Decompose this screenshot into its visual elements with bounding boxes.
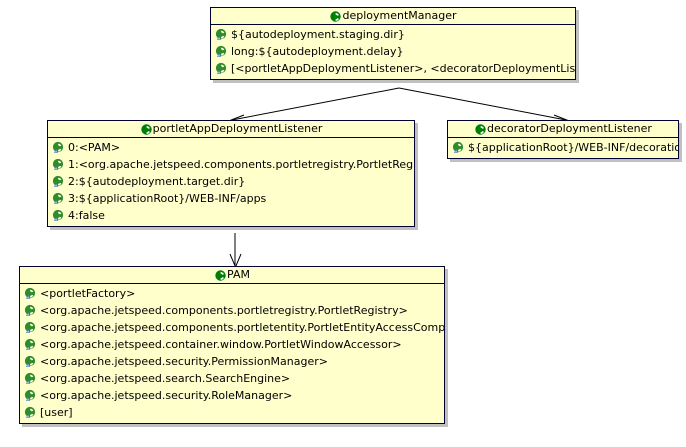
class-attribute-row[interactable]: 2:${autodeployment.target.dir}: [48, 173, 414, 190]
class-attributes-list-decoratordeploymentlistener: ${applicationRoot}/WEB-INF/decorations: [448, 138, 678, 158]
class-attribute-row[interactable]: <org.apache.jetspeed.search.SearchEngine…: [20, 370, 444, 387]
connector-portletappdeploymentlistener-to-pam: [229, 233, 242, 269]
class-attribute-label: <org.apache.jetspeed.security.Permission…: [40, 355, 328, 368]
attribute-icon: [215, 28, 228, 41]
attribute-icon: [24, 304, 37, 317]
class-attribute-label: [<portletAppDeploymentListener>, <decora…: [231, 62, 575, 75]
class-attribute-row[interactable]: ${applicationRoot}/WEB-INF/decorations: [448, 139, 678, 156]
class-attribute-label: ${autodeployment.staging.dir}: [231, 28, 405, 41]
attribute-icon: [24, 287, 37, 300]
attribute-icon: [52, 141, 65, 154]
class-icon: [329, 10, 342, 23]
class-attribute-label: 3:${applicationRoot}/WEB-INF/apps: [68, 192, 267, 205]
class-attribute-label: <org.apache.jetspeed.container.window.Po…: [40, 338, 402, 351]
uml-class-node-deploymentmanager[interactable]: deploymentManager ${autodeployment.stagi…: [210, 7, 576, 80]
class-attribute-label: 0:<PAM>: [68, 141, 121, 154]
class-attribute-label: 2:${autodeployment.target.dir}: [68, 175, 246, 188]
class-attribute-row[interactable]: ${autodeployment.staging.dir}: [211, 26, 575, 43]
class-attribute-label: [user]: [40, 406, 73, 419]
class-attributes-list-pam: <portletFactory> <org.apache.jetspeed.co…: [20, 284, 444, 423]
class-icon: [214, 269, 227, 282]
class-attribute-label: <org.apache.jetspeed.components.portletr…: [40, 304, 408, 317]
uml-class-node-pam[interactable]: PAM <portletFactory>: [19, 266, 445, 424]
uml-class-node-decoratordeploymentlistener[interactable]: decoratorDeploymentListener ${applicatio…: [447, 120, 679, 159]
attribute-icon: [52, 192, 65, 205]
class-attribute-label: <org.apache.jetspeed.security.RoleManage…: [40, 389, 293, 402]
uml-class-node-portletappdeploymentlistener[interactable]: portletAppDeploymentListener 0:<PAM>: [47, 120, 415, 227]
class-attribute-row[interactable]: 0:<PAM>: [48, 139, 414, 156]
class-node-title-portletappdeploymentlistener: portletAppDeploymentListener: [48, 121, 414, 138]
class-attribute-row[interactable]: <org.apache.jetspeed.components.portletr…: [20, 302, 444, 319]
class-name-label: PAM: [227, 268, 250, 281]
class-attribute-row[interactable]: <org.apache.jetspeed.components.portlete…: [20, 319, 444, 336]
class-attribute-row[interactable]: <org.apache.jetspeed.security.RoleManage…: [20, 387, 444, 404]
class-attribute-label: long:${autodeployment.delay}: [231, 45, 404, 58]
attribute-icon: [52, 158, 65, 171]
class-name-label: decoratorDeploymentListener: [487, 122, 652, 135]
attribute-icon: [24, 372, 37, 385]
class-attribute-label: ${applicationRoot}/WEB-INF/decorations: [468, 141, 678, 154]
class-name-label: deploymentManager: [342, 9, 457, 22]
class-attribute-row[interactable]: <portletFactory>: [20, 285, 444, 302]
class-attribute-row[interactable]: 3:${applicationRoot}/WEB-INF/apps: [48, 190, 414, 207]
attribute-icon: [215, 62, 228, 75]
class-name-label: portletAppDeploymentListener: [152, 122, 323, 135]
class-node-title-pam: PAM: [20, 267, 444, 284]
class-attribute-row[interactable]: <org.apache.jetspeed.container.window.Po…: [20, 336, 444, 353]
attribute-icon: [52, 175, 65, 188]
class-attributes-list-portletappdeploymentlistener: 0:<PAM> 1:<org.apache.jetspeed.component…: [48, 138, 414, 226]
class-attribute-label: <org.apache.jetspeed.search.SearchEngine…: [40, 372, 291, 385]
attribute-icon: [452, 141, 465, 154]
attribute-icon: [52, 209, 65, 222]
class-node-title-deploymentmanager: deploymentManager: [211, 8, 575, 25]
attribute-icon: [24, 406, 37, 419]
class-attribute-row[interactable]: <org.apache.jetspeed.security.Permission…: [20, 353, 444, 370]
class-node-title-decoratordeploymentlistener: decoratorDeploymentListener: [448, 121, 678, 138]
attribute-icon: [24, 389, 37, 402]
class-attribute-row[interactable]: [user]: [20, 404, 444, 421]
class-attribute-row[interactable]: 4:false: [48, 207, 414, 224]
class-attribute-label: <org.apache.jetspeed.components.portlete…: [40, 321, 444, 334]
class-attribute-label: 4:false: [68, 209, 105, 222]
attribute-icon: [24, 321, 37, 334]
class-icon: [140, 123, 153, 136]
class-icon: [474, 123, 487, 136]
attribute-icon: [24, 355, 37, 368]
attribute-icon: [215, 45, 228, 58]
attribute-icon: [24, 338, 37, 351]
class-attribute-row[interactable]: [<portletAppDeploymentListener>, <decora…: [211, 60, 575, 77]
class-attribute-row[interactable]: 1:<org.apache.jetspeed.components.portle…: [48, 156, 414, 173]
class-attribute-label: 1:<org.apache.jetspeed.components.portle…: [68, 158, 414, 171]
class-attributes-list-deploymentmanager: ${autodeployment.staging.dir} long:${aut…: [211, 25, 575, 79]
class-attribute-row[interactable]: long:${autodeployment.delay}: [211, 43, 575, 60]
class-attribute-label: <portletFactory>: [40, 287, 136, 300]
